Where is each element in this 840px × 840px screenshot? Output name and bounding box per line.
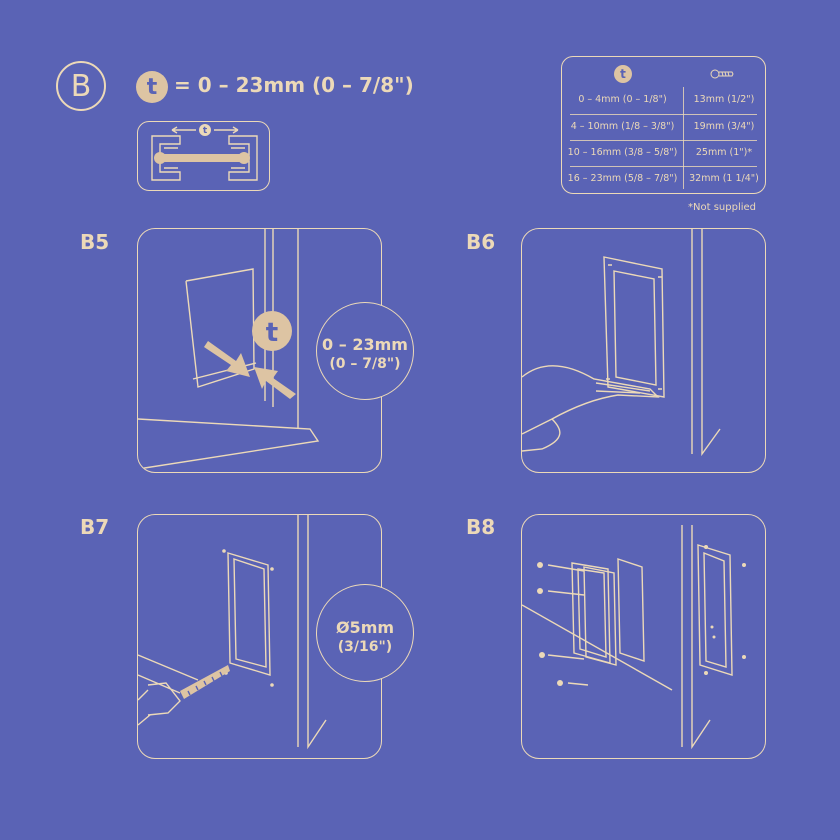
callout-metric: 0 – 23mm [317,335,413,354]
thickness-symbol: t [266,318,278,348]
step-b6-panel [521,228,766,473]
thickness-cell: 4 – 10mm (1/8 – 3/8") [562,121,683,132]
screw-cell: 19mm (3/4") [683,121,765,132]
thickness-symbol: t [203,126,208,136]
table-row: 0 – 4mm (0 – 1/8") 13mm (1/2") [562,87,765,113]
screw-length-table: t 0 – 4mm (0 – 1/8") 13mm (1/2") 4 – 10m… [561,56,766,194]
table-row: 16 – 23mm (5/8 – 7/8") 32mm (1 1/4") [562,166,765,192]
thickness-symbol-badge: t [136,71,168,103]
thickness-cell: 10 – 16mm (3/8 – 5/8") [562,147,683,158]
step-label-b6: B6 [466,230,495,254]
wall-cross-section-drawing: t [138,122,270,191]
table-row: 10 – 16mm (3/8 – 5/8") 25mm (1")* [562,140,765,166]
thickness-diagram: t [137,121,270,191]
thickness-callout: 0 – 23mm (0 – 7/8") [316,302,414,400]
screw-icon [710,67,734,81]
table-header-thickness: t [614,65,632,83]
table-row: 4 – 10mm (1/8 – 3/8") 19mm (3/4") [562,114,765,140]
screw-cell: 32mm (1 1/4") [683,173,765,184]
mount-frame-drawing [522,515,766,759]
step-label-b8: B8 [466,515,495,539]
thickness-cell: 0 – 4mm (0 – 1/8") [562,94,683,105]
thickness-range-heading: = 0 – 23mm (0 – 7/8") [174,73,414,97]
callout-imperial: (0 – 7/8") [317,356,413,372]
drill-size-callout: Ø5mm (3/16") [316,584,414,682]
table-footnote: *Not supplied [688,202,756,213]
step-label-b5: B5 [80,230,109,254]
callout-imperial: (3/16") [317,639,413,655]
step-label-b7: B7 [80,515,109,539]
screw-cell: 13mm (1/2") [683,94,765,105]
template-placement-drawing [522,229,766,473]
screw-cell: 25mm (1")* [683,147,765,158]
callout-metric: Ø5mm [317,618,413,637]
thickness-cell: 16 – 23mm (5/8 – 7/8") [562,173,683,184]
section-badge: B [56,61,106,111]
step-b8-panel [521,514,766,759]
